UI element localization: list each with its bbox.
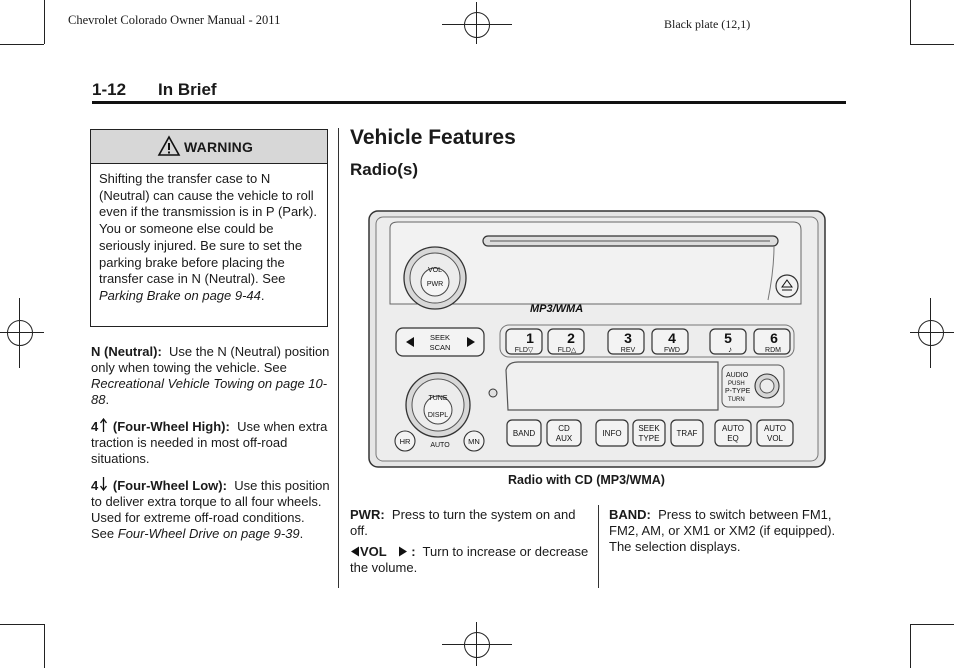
radio-caption: Radio with CD (MP3/WMA)	[508, 473, 665, 487]
four-high-paragraph: 4 (Four-Wheel High): Use when extra trac…	[91, 417, 328, 466]
svg-text:♪: ♪	[728, 345, 732, 354]
svg-text:TRAF: TRAF	[677, 429, 698, 438]
mn-button[interactable]: MN	[463, 430, 485, 452]
svg-text:P-TYPE: P-TYPE	[725, 388, 751, 395]
auto-vol-button[interactable]: AUTO VOL	[756, 419, 794, 447]
svg-text:VOL: VOL	[767, 434, 784, 443]
svg-text:AUDIO: AUDIO	[726, 372, 749, 379]
vol-paragraph: VOL : Turn to increase or decrease the v…	[350, 544, 589, 575]
svg-text:RDM: RDM	[765, 347, 781, 354]
radio-illustration: MP3/WMA VOL PWR SEEK SCAN 1 FLD▽ 2 FLD△ …	[368, 210, 826, 468]
preset-button-3[interactable]: 3 REV	[607, 328, 645, 355]
preset-button-1[interactable]: 1 FLD▽	[505, 328, 543, 355]
preset-button-6[interactable]: 6 RDM	[753, 328, 791, 355]
neutral-paragraph: N (Neutral): Use the N (Neutral) positio…	[91, 344, 330, 407]
warning-text: Shifting the transfer case to N (Neutral…	[99, 171, 317, 303]
svg-text:HR: HR	[400, 437, 411, 446]
vehicle-features-heading: Vehicle Features	[350, 126, 516, 149]
section-header: 1-12 In Brief	[92, 80, 217, 100]
svg-text:MN: MN	[468, 437, 480, 446]
crop-mark	[0, 44, 44, 45]
band-paragraph: BAND: Press to switch between FM1, FM2, …	[609, 507, 836, 554]
triangle-left-icon	[351, 546, 359, 557]
audio-knob[interactable]	[754, 373, 780, 399]
eject-icon[interactable]	[781, 279, 793, 291]
crop-mark	[0, 624, 44, 625]
svg-text:3: 3	[624, 330, 632, 346]
svg-text:TURN: TURN	[728, 397, 745, 403]
warning-link[interactable]: Parking Brake on page 9-44	[99, 287, 261, 303]
section-number: 1-12	[92, 80, 127, 99]
preset-button-4[interactable]: 4 FWD	[651, 328, 689, 355]
crop-mark	[910, 0, 911, 44]
svg-text:4: 4	[668, 330, 676, 346]
mp3-wma-logo: MP3/WMA	[530, 303, 583, 315]
warning-triangle-icon	[157, 135, 181, 156]
vol-pwr-knob[interactable]: VOL PWR	[403, 246, 467, 310]
four-low-link[interactable]: Four-Wheel Drive on page 9-39	[117, 526, 300, 541]
svg-text:FWD: FWD	[664, 347, 680, 354]
svg-text:AUTO: AUTO	[722, 424, 744, 433]
svg-text:5: 5	[724, 330, 732, 346]
radio-subheading: Radio(s)	[350, 160, 418, 179]
triangle-right-icon	[398, 546, 407, 557]
svg-text:SEEK: SEEK	[430, 333, 450, 342]
section-title: In Brief	[158, 80, 217, 99]
arrow-down-icon	[100, 477, 108, 492]
plate-label: Black plate (12,1)	[664, 17, 751, 31]
pwr-paragraph: PWR: Press to turn the system on and off…	[350, 507, 576, 538]
crop-mark	[910, 624, 911, 668]
traf-button[interactable]: TRAF	[670, 419, 704, 447]
cd-aux-button[interactable]: CD AUX	[546, 419, 582, 447]
crop-mark	[910, 44, 954, 45]
svg-text:FLD△: FLD△	[558, 347, 577, 354]
manual-title: Chevrolet Colorado Owner Manual - 2011	[68, 13, 281, 27]
svg-text:PUSH: PUSH	[728, 381, 745, 387]
svg-text:SEEK: SEEK	[638, 424, 660, 433]
svg-text:SCAN: SCAN	[430, 343, 451, 352]
svg-text:PWR: PWR	[427, 281, 443, 288]
arrow-up-icon	[100, 417, 108, 432]
crop-mark	[910, 624, 954, 625]
column-divider	[598, 505, 599, 588]
four-low-paragraph: 4 (Four-Wheel Low): Use this position to…	[91, 477, 330, 541]
info-button[interactable]: INFO	[595, 419, 629, 447]
band-button[interactable]: BAND	[506, 419, 542, 447]
hr-button[interactable]: HR	[394, 430, 416, 452]
svg-text:REV: REV	[621, 347, 636, 354]
column-divider	[338, 128, 339, 588]
svg-text:VOL: VOL	[428, 267, 442, 274]
auto-eq-button[interactable]: AUTO EQ	[714, 419, 752, 447]
svg-text:6: 6	[770, 330, 778, 346]
svg-text:BAND: BAND	[513, 429, 535, 438]
preset-button-2[interactable]: 2 FLD△	[547, 328, 585, 355]
svg-text:EQ: EQ	[727, 434, 739, 443]
warning-title: WARNING	[184, 139, 254, 155]
warning-header: WARNING	[91, 130, 327, 164]
svg-text:TUNE: TUNE	[428, 395, 447, 402]
svg-text:DISPL: DISPL	[428, 412, 448, 419]
auto-label: AUTO	[430, 442, 450, 449]
svg-text:INFO: INFO	[602, 429, 621, 438]
warning-box: WARNING Shifting the transfer case to N …	[90, 129, 328, 327]
svg-text:1: 1	[526, 330, 534, 346]
seek-scan-button[interactable]: SEEK SCAN	[395, 327, 485, 357]
svg-text:AUTO: AUTO	[764, 424, 786, 433]
svg-text:AUX: AUX	[556, 434, 573, 443]
crop-mark	[44, 0, 45, 44]
audio-push-labels: AUDIO PUSH P-TYPE TURN	[725, 372, 751, 403]
neutral-link[interactable]: Recreational Vehicle Towing on page 10-8…	[91, 376, 328, 407]
seek-type-button[interactable]: SEEK TYPE	[632, 419, 666, 447]
section-rule	[92, 101, 846, 104]
crop-mark	[44, 624, 45, 668]
tune-displ-knob[interactable]: TUNE DISPL	[405, 372, 471, 438]
preset-button-5[interactable]: 5 ♪	[709, 328, 747, 355]
svg-text:2: 2	[567, 330, 575, 346]
svg-text:CD: CD	[558, 424, 570, 433]
svg-text:FLD▽: FLD▽	[515, 347, 534, 354]
svg-text:TYPE: TYPE	[639, 434, 660, 443]
